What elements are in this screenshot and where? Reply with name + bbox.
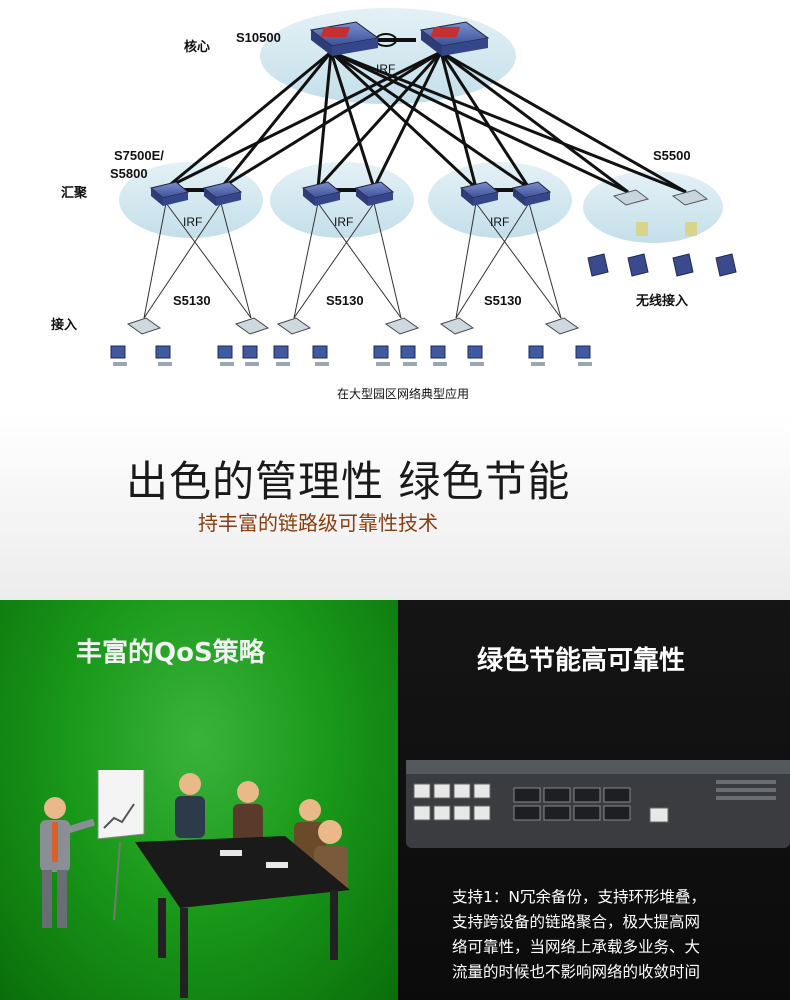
access-label-3: S5130: [484, 293, 522, 308]
agg-device-label-1: S7500E/: [114, 148, 164, 163]
pc-icons: [110, 345, 591, 359]
reliability-panel: 绿色节能高可靠性 支持1：N冗余备份，支持环形堆叠， 支持跨设备的链路聚合，极大…: [398, 600, 790, 1000]
sfp-ports-icon: [513, 787, 631, 821]
access-label-1: S5130: [173, 293, 211, 308]
core-switch-1: [309, 21, 380, 56]
qos-panel: 丰富的QoS策略: [0, 600, 398, 1000]
agg-switches: [149, 181, 709, 236]
reliability-description: 支持1：N冗余备份，支持环形堆叠， 支持跨设备的链路聚合，极大提高网 络可靠性，…: [452, 885, 774, 985]
description-line: 支持跨设备的链路聚合，极大提高网: [452, 913, 701, 931]
meeting-table-icon: [135, 836, 350, 998]
irf-label-agg-2: IRF: [334, 215, 354, 229]
network-diagram: 核心 S10500 汇聚 S7500E/ S5800 S5500 接入 S513…: [16, 0, 790, 412]
subheadline: 持丰富的链路级可靠性技术: [198, 511, 438, 535]
wireless-agg-label: S5500: [653, 148, 691, 163]
agg-device-label-2: S5800: [110, 166, 148, 181]
topology-graphic: [110, 8, 737, 366]
diagram-caption: 在大型园区网络典型应用: [336, 387, 469, 401]
irf-label-agg-3: IRF: [490, 215, 510, 229]
irf-label-core: IRF: [376, 62, 396, 76]
headline: 出色的管理性 绿色节能: [126, 457, 571, 506]
ethernet-ports-icon: [413, 783, 491, 821]
access-links: [143, 202, 562, 319]
layer-label-core: 核心: [184, 39, 211, 54]
core-links: [165, 50, 687, 194]
core-switch-2: [419, 21, 490, 56]
seated-people-icon: [175, 773, 348, 890]
layer-label-access: 接入: [51, 317, 78, 332]
description-line: 支持1：N冗余备份，支持环形堆叠，: [452, 888, 706, 906]
status-led-icon: [716, 780, 776, 800]
meeting-illustration: [40, 770, 350, 998]
reliability-panel-title: 绿色节能高可靠性: [477, 646, 686, 676]
console-port-icon: [649, 807, 669, 823]
qos-panel-title: 丰富的QoS策略: [76, 638, 265, 668]
heading-band: [0, 412, 790, 600]
description-line: 流量的时候也不影响网络的收敛时间: [452, 963, 701, 981]
access-label-2: S5130: [326, 293, 364, 308]
layer-label-aggregation: 汇聚: [61, 185, 88, 200]
description-line: 络可靠性，当网络上承载多业务、大: [452, 938, 701, 956]
switch-hardware-image: [406, 760, 790, 848]
laptop-icons: [587, 253, 737, 277]
irf-label-agg-1: IRF: [183, 215, 203, 229]
presenter-figure-icon: [40, 797, 96, 928]
agg-ellipse-3: [428, 162, 572, 238]
access-switches: [126, 317, 580, 335]
wireless-access-label: 无线接入: [636, 293, 689, 308]
core-device-label: S10500: [236, 30, 281, 45]
presentation-board-icon: [97, 770, 145, 921]
